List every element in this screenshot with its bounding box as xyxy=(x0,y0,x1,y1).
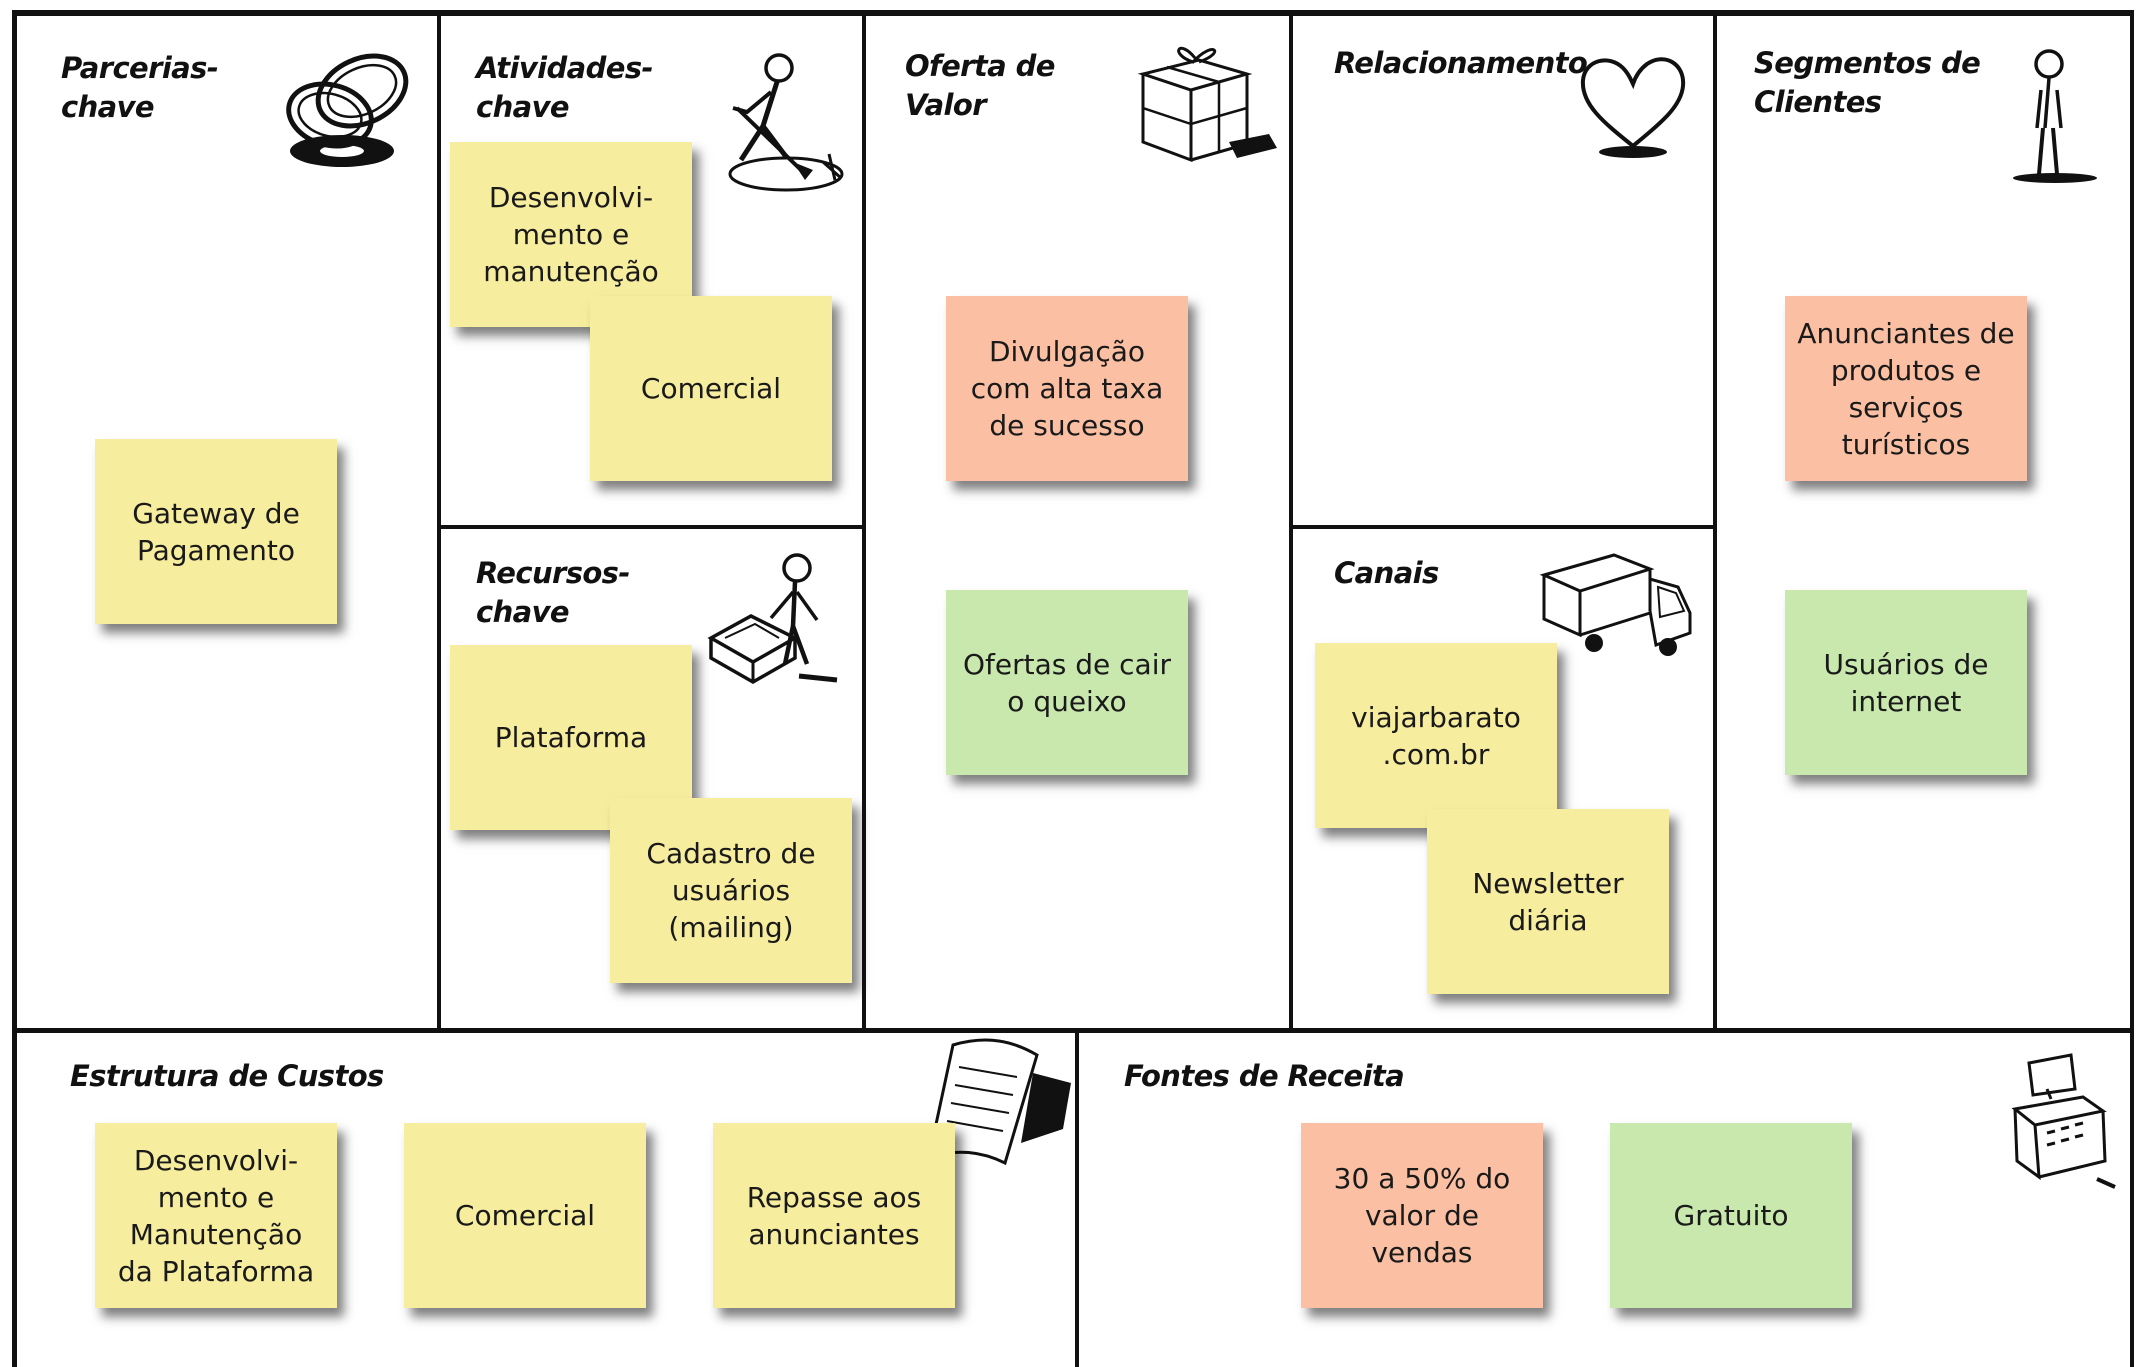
heart-icon xyxy=(1580,57,1686,158)
divider-relacionamento-canais xyxy=(1289,525,1717,529)
block-segmentos-de-clientes: Segmentos de Clientes Anunciantes de pro… xyxy=(1717,16,2130,1028)
sticky-note: Newsletter diária xyxy=(1427,809,1669,994)
block-atividades-chave: Atividades- chave Desenvolvi- mento e ma… xyxy=(441,16,862,525)
frame-middle-horizontal xyxy=(12,1028,2134,1033)
sticky-note: Comercial xyxy=(590,296,832,481)
block-parcerias-chave: Parcerias- chave Gateway de Pagamento xyxy=(17,16,437,1028)
truck-icon xyxy=(1539,553,1692,656)
sticky-note: Desenvolvi- mento e Manutenção da Plataf… xyxy=(95,1123,337,1308)
sticky-note: Comercial xyxy=(404,1123,646,1308)
sticky-note: Ofertas de cair o queixo xyxy=(946,590,1188,775)
frame-top xyxy=(12,10,2134,16)
rings-icon xyxy=(286,53,409,167)
block-fontes-de-receita: Fontes de Receita 30 a 50% do valor de v… xyxy=(1079,1033,2130,1367)
divider-2 xyxy=(862,10,866,1031)
block-canais: Canais viajarbarato .com.br Newsletter d… xyxy=(1293,529,1713,1028)
cash-register-icon xyxy=(2011,1053,2116,1189)
divider-atividades-recursos xyxy=(437,525,866,529)
divider-bottom xyxy=(1075,1028,1079,1367)
block-title: Canais xyxy=(1334,556,1439,590)
block-title: Fontes de Receita xyxy=(1124,1059,1405,1093)
sticky-note: Cadastro de usuários (mailing) xyxy=(610,798,852,983)
block-title: Segmentos de Clientes xyxy=(1754,46,1981,119)
sticky-note: Divulgação com alta taxa de sucesso xyxy=(946,296,1188,481)
block-oferta-de-valor: Oferta de Valor Divulgação com alta taxa… xyxy=(866,16,1289,1028)
divider-4 xyxy=(1713,10,1717,1031)
sticky-note: viajarbarato .com.br xyxy=(1315,643,1557,828)
divider-3 xyxy=(1289,10,1293,1031)
receipt-paper-icon xyxy=(927,1038,1071,1166)
sticky-note: Anunciantes de produtos e serviços turís… xyxy=(1785,296,2027,481)
divider-1 xyxy=(437,10,441,1031)
sticky-note: Gateway de Pagamento xyxy=(95,439,337,624)
gift-box-icon xyxy=(1137,46,1277,163)
block-title: Estrutura de Custos xyxy=(70,1059,384,1093)
sticky-note: Usuários de internet xyxy=(1785,590,2027,775)
frame-left xyxy=(12,10,17,1367)
block-recursos-chave: Recursos- chave Plataforma Cadastro de u… xyxy=(441,529,862,1028)
block-title: Parcerias- chave xyxy=(61,51,219,124)
frame-right xyxy=(2130,10,2134,1367)
block-title: Oferta de Valor xyxy=(905,49,1055,122)
person-standing-icon xyxy=(2013,49,2097,183)
block-relacionamento: Relacionamento xyxy=(1293,16,1713,525)
block-estrutura-de-custos: Estrutura de Custos Desenvolvi- mento e … xyxy=(17,1033,1075,1367)
sticky-note: Repasse aos anunciantes xyxy=(713,1123,955,1308)
worker-with-machine-icon xyxy=(707,553,838,685)
block-title: Atividades- chave xyxy=(476,51,654,124)
block-title: Recursos- chave xyxy=(476,556,630,629)
block-title: Relacionamento xyxy=(1334,46,1588,80)
worker-digging-icon xyxy=(728,53,844,192)
sticky-note: Gratuito xyxy=(1610,1123,1852,1308)
sticky-note: 30 a 50% do valor de vendas xyxy=(1301,1123,1543,1308)
